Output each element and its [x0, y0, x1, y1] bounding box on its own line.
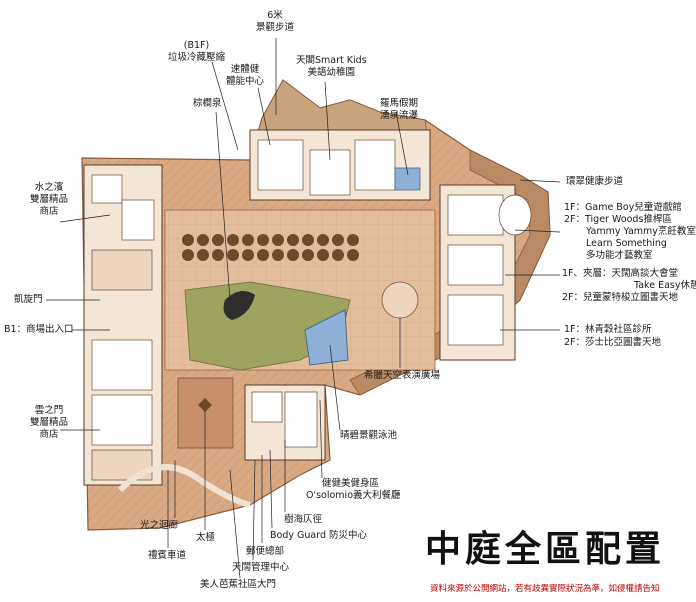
label-wing-1f: 1F：Game Boy兒童遊戲館 [564, 202, 682, 213]
label-roman-pool: 羅馬假期湧泉流瀑 [380, 98, 419, 121]
label-mezzanine-1f: 1F、夾層：天闊高談大會堂 Take Easy休憩區 [562, 268, 696, 291]
label-6m-walkway: 6米景觀步道 [256, 10, 295, 33]
label-taiji: 太極 [196, 532, 216, 543]
tree-rows [182, 234, 359, 261]
landscape-pool [304, 309, 349, 366]
label-green-walkway: 環翠健康步道 [566, 176, 624, 187]
leader-lines [46, 38, 561, 579]
label-arc-gate: 凱旋門 [14, 294, 43, 305]
label-mezzanine-2f: 2F：兒童蒙特梭立圖書天地 [562, 292, 679, 303]
light-corridor-path [117, 464, 251, 508]
label-mail: 郵便總部 [246, 546, 285, 557]
source-note: 資料來源於公開網站，若有歧異實際狀況為準，如侵權請告知 [430, 584, 660, 594]
label-amphitheater: 希臘天空表演廣場 [364, 370, 441, 381]
label-light-corridor: 光之迴廊 [140, 520, 179, 531]
label-body-guard: Body Guard 防災中心 [270, 530, 367, 541]
label-fitness-center: 速體健體能中心 [226, 64, 265, 87]
taiji-courtyard [177, 377, 234, 449]
map-title: 中庭全區配置 [425, 529, 666, 570]
label-water-shop: 水之濱雙層精品商店 [30, 182, 69, 217]
greek-amphitheater [381, 281, 419, 319]
label-wing-2f: 2F：Tiger Woods推桿區 Yammy Yammy烹飪教室 Learn … [564, 214, 696, 261]
label-landscape-pool: 晴碧景觀泳池 [340, 430, 398, 441]
label-clinic-1f: 1F：林青穀社區診所 [564, 324, 652, 335]
label-management: 天闊管理中心 [232, 562, 290, 573]
roman-fountain [394, 167, 421, 191]
label-tree-sea: 樹海仄徑 [284, 514, 323, 525]
label-gym-dining: 健健美健身區 O'solomio義大利餐廳 [306, 478, 401, 501]
label-b1f-trash: (B1F)垃圾冷藏壓縮 [168, 40, 226, 63]
label-cloud-shop: 雲之門雙層精品商店 [30, 405, 69, 440]
label-main-gate: 美人芭蕉社區大門 [200, 579, 277, 590]
label-library-2f: 2F：莎士比亞圖書天地 [564, 337, 662, 348]
label-vip-drive: 禮賓車道 [148, 550, 187, 561]
label-b1-entrance: B1：商場出入口 [4, 324, 74, 335]
label-palm-spring: 棕櫚泉 [193, 98, 222, 109]
palm-spring-pond [223, 291, 255, 320]
